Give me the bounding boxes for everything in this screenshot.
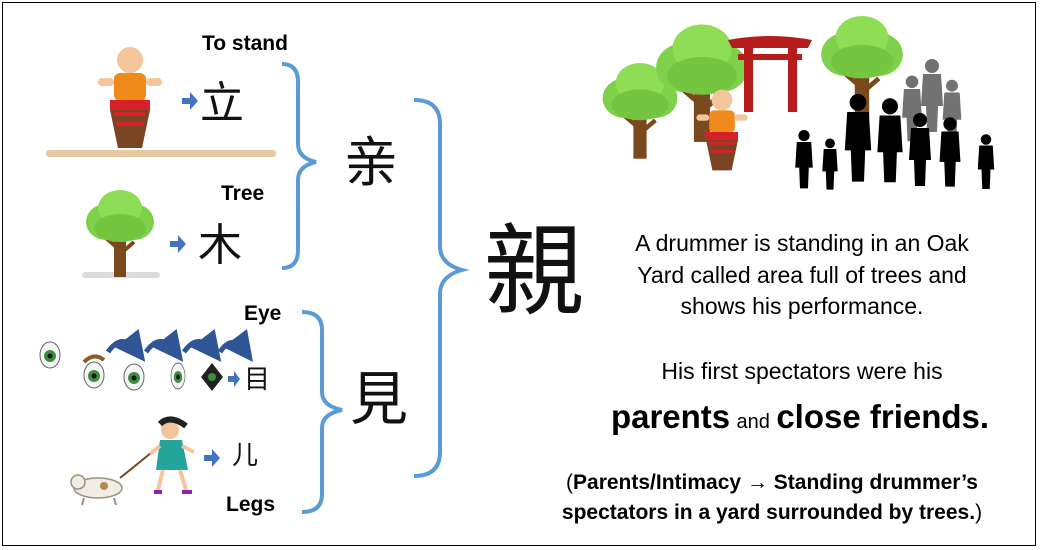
kanji-eye: 目: [244, 365, 271, 395]
story-line-1: A drummer is standing in an Oak: [635, 230, 969, 256]
note-open-paren: (: [566, 471, 574, 494]
note-close-paren: ): [975, 501, 983, 525]
kanji-tree: 木: [198, 220, 242, 271]
arrow-stand-icon: [182, 92, 198, 110]
arrow-eye-icon: [228, 371, 240, 387]
story-line-2: Yard called area full of trees and: [637, 261, 967, 288]
scene-illustration: [603, 16, 995, 190]
brace-main: [413, 98, 470, 478]
word-parents: parents: [610, 398, 731, 435]
kanji-final: 親: [484, 213, 584, 330]
drummer-illustration: [46, 45, 276, 157]
spectators-line: His first spectators were his: [661, 358, 943, 384]
note-arrow: →: [746, 471, 768, 494]
note-explanation-2: spectators in a yard surrounded by trees…: [561, 501, 976, 525]
eyes-sequence-illustration: [39, 328, 254, 391]
story-line-3: shows his performance.: [680, 293, 924, 320]
word-and: and: [736, 411, 770, 433]
kanji-merged-top: 亲: [344, 131, 398, 194]
note-line-2: spectators in a yard surrounded by trees…: [492, 498, 1040, 528]
torii-gate: [728, 36, 812, 112]
arrow-tree-icon: [170, 235, 186, 253]
kanji-legs: 儿: [232, 441, 259, 471]
kanji-merged-bottom: 見: [350, 365, 409, 433]
story-text: A drummer is standing in an Oak Yard cal…: [592, 228, 1012, 323]
label-to-stand: To stand: [202, 32, 288, 55]
tree-illustration: [82, 188, 160, 279]
brace-top: [281, 62, 317, 270]
girl-dog-illustration: [70, 416, 195, 506]
note-meaning: Parents/Intimacy: [573, 471, 742, 494]
label-tree: Tree: [221, 182, 265, 205]
kanji-stand: 立: [200, 78, 244, 129]
note-line-1: (Parents/Intimacy → Standing drummer’s: [492, 468, 1040, 498]
highlight-line: parents and close friends.: [560, 394, 1040, 440]
brace-bottom: [301, 310, 343, 514]
label-legs: Legs: [226, 493, 276, 516]
word-close-friends: close friends.: [776, 398, 990, 435]
note-explanation-1: Standing drummer’s: [773, 471, 978, 494]
label-eye: Eye: [244, 302, 282, 325]
arrow-legs-icon: [204, 449, 220, 467]
meaning-note: (Parents/Intimacy → Standing drummer’s s…: [492, 468, 1040, 529]
